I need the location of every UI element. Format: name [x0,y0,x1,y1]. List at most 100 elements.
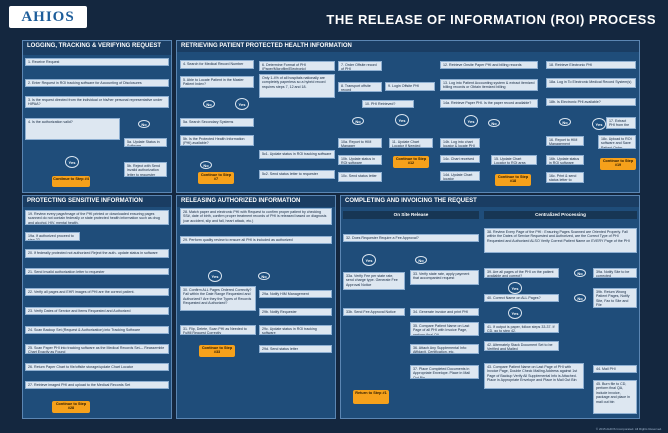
step-15-chart-roi: 15. Update Chart Locator to ROI area [491,155,537,165]
continue-step-4: Continue to Step #4 [52,176,90,187]
panel-title: RELEASING AUTHORIZED INFORMATION [177,196,335,207]
step-18-retrieve-electronic: 18. Retrieve Electronic PHI [546,61,636,69]
panel-title: LOGGING, TRACKING & VERIFYING REQUEST [23,41,171,55]
step-31-flip: 31. Flip, Delete, Scan PHI as Needed to … [180,325,256,335]
step-1: 1. Receive Request [25,58,169,66]
step-33a: 33a. Verify Fee per state rate, send cha… [343,272,405,290]
yes-node: Yes [395,114,409,126]
ahios-logo: AHIOS [9,6,87,28]
step-37: 37. Place Completed Documents in Appropr… [410,365,479,379]
step-14b: 14b. Log into chart locator & locate PHI [440,138,480,148]
yes-node: Yes [592,118,606,130]
step-4: 4. Is the authorization valid? [25,118,120,140]
no-node: No [415,256,427,264]
step-34: 34. Generate invoice and print PHI [410,308,479,316]
step-14c: 14c. Chart received [440,155,480,163]
step-28-match: 28. Match paper and electronic PHI with … [180,208,332,225]
step-39: 39. Are all pages of the PHI on the pati… [484,268,559,278]
yes-node: Yes [65,156,79,168]
step-5a: 5a. Update Status in Software [124,138,167,147]
step-18b: 18b. Is Electronic PHI available? [546,98,636,106]
step-19-review: 19. Review every page/image of the PHI p… [25,210,169,225]
step-32-fee: 32. Does Requester Require a Fee Approva… [343,234,479,242]
yes-node: Yes [508,282,522,294]
step-20: 20. If federally protected not authorize… [25,249,169,258]
continue-step-19: Continue to Step #19 [600,158,636,170]
step-5c1: 5c1. Update status in ROI tracking softw… [259,150,335,159]
no-node: No [488,119,500,127]
yes-node: Yes [464,115,478,127]
no-node: No [200,161,212,169]
step-4-search: 4. Search for Medical Record Number [180,60,254,69]
step-41: 41. If output is paper, follow steps 33-… [484,323,559,333]
step-30-confirm: 30. Confirm ALL Pages Ordered Correctly?… [180,286,256,311]
step-22: 22. Verify all pages and EHR images of P… [25,288,169,296]
step-10-retrieved: 10. PHI Retrieved? [362,100,414,108]
step-5-locate: 5. Able to Locate Patient in the Master … [180,76,254,88]
step-11-chart-locator: 11. Update Chart Locator if Needed [389,138,433,148]
step-29d: 29d. Send status letter [259,345,332,353]
step-14a-paper: 14a. Retrieve Paper PHI. Is the paper re… [440,99,538,108]
page-title: THE RELEASE OF INFORMATION (ROI) PROCESS [326,12,656,27]
step-2: 2. Enter Request in ROI tracking softwar… [25,79,169,87]
step-35: 35. Compare Patient Name on Last Page of… [410,322,479,336]
step-10b: 10b. Update status in ROI software [338,155,382,165]
step-5b-available: 5b. Is the Protected Health Information … [180,135,254,146]
panel-title: RETRIEVING PATIENT PROTECTED HEALTH INFO… [177,41,639,52]
header: AHIOS THE RELEASE OF INFORMATION (ROI) P… [0,0,668,36]
step-27: 27. Retrieve imaged PHI and upload to th… [25,381,169,389]
continue-step-7: Continue to Step #7 [198,172,234,184]
no-node: No [138,120,150,128]
step-18a: 18a. Log in To Electronic Medical Record… [546,78,636,88]
no-node: No [258,272,270,280]
step-17-extract: 17. Extract PHI from the EHR [606,117,636,129]
continue-step-12: Continue to Step #12 [393,156,429,168]
no-node: No [203,100,215,108]
step-5a-search: 5a. Search Secondary Systems [180,118,254,127]
continue-step-28: Continue to Step #28 [52,401,90,413]
step-39b: 39b. Return Wrong Patient Pages, Notify … [593,288,637,308]
yes-node: Yes [508,307,522,319]
step-5c2: 5c2. Send status letter to requester [259,170,335,179]
step-43: 43. Compare Patient Name on Last Page of… [484,363,584,389]
step-39a: 39a. Notify Site to be corrected [593,268,637,278]
panel-title: PROTECTING SENSITIVE INFORMATION [23,196,171,207]
step-21: 21. Send Invalid authorization letter to… [25,268,169,275]
step-7-offsite: 7. Order Offsite record of PHI [338,61,382,71]
step-26: 26. Return Paper Chart to file/offsite s… [25,363,169,371]
step-3: 3. Is the request directed from the indi… [25,96,169,108]
step-16b: 16b. Update status in ROI software [546,155,584,165]
step-14d: 14d. Update Chart locator [440,171,480,181]
step-44: 44. Mail PHI [593,365,637,373]
step-45: 45. Burn file to CD, perform final QA, i… [593,380,637,414]
step-13-billing: 13. Log into Patient Accounting system &… [440,79,538,91]
continue-step-18: Continue to Step #18 [495,174,531,186]
step-18c: 18c. Upload to ROI software and Save Pat… [598,135,636,149]
step-23: 23. Verify Dates of Service and Items Re… [25,307,169,315]
step-5b: 5b. Reject with Send invalid authorizati… [124,162,167,177]
centralized-header: Centralized Processing [484,211,637,219]
step-12-onsite: 12. Retrieve Onsite Paper PHI and billin… [440,61,538,69]
step-33b: 33b. Send Fee Approval Notice [343,308,405,316]
step-29a: 29a. Notify HIM Management [259,290,332,298]
step-25: 25. Scan Paper PHI into tracking softwar… [25,344,169,354]
return-step-1: Return to Step #1 [353,390,389,404]
step-29b: 29b. Notify Requester [259,308,332,316]
step-8-transport: 8. Transport offsite record [338,82,382,92]
step-16-report: 16. Report to HIM Management [546,136,584,146]
step-24: 24. Scan Backup Set (Request & Authoriza… [25,326,169,334]
step-33-verify: 33. Verify state rate, apply payment tha… [410,270,479,285]
no-node: No [574,269,586,277]
copyright: © 2015 AHIOS Incorporated. All Rights Re… [595,427,662,431]
on-site-header: On Site Release [343,211,479,219]
step-10c: 10c. Send status letter [338,172,382,182]
step-16c: 16c. Print & send status letter to reque… [546,172,584,183]
yes-node: Yes [208,270,222,282]
step-6-format: 6. Determine Format of PHI (Paper/Microf… [259,61,335,71]
step-38-review: 38. Review Every Page of the PHI : Ensur… [484,228,637,253]
step-29c: 29c. Update status in ROI tracking softw… [259,325,332,335]
no-node: No [352,117,364,125]
yes-node: Yes [362,254,376,266]
step-40: 40. Correct Name on ALL Pages? [484,294,559,302]
step-10a: 10a. Report to HIM Manager [338,138,382,148]
